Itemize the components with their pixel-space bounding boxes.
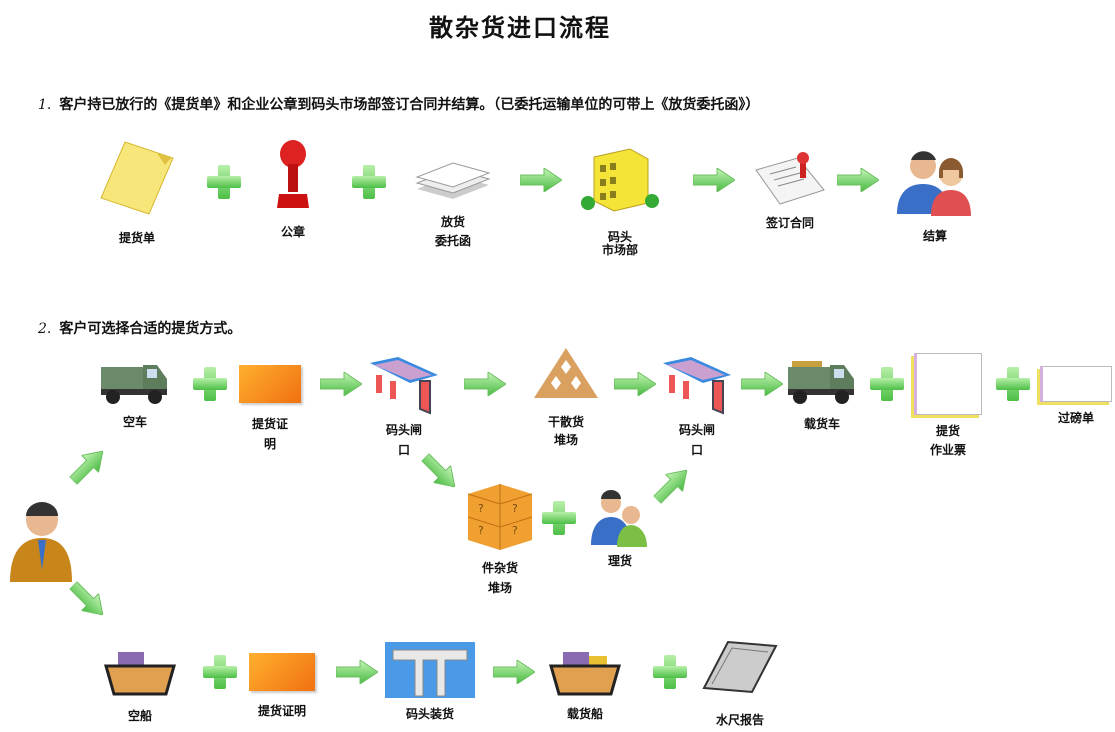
bulk-pile-icon bbox=[534, 348, 598, 398]
svg-text:?: ? bbox=[512, 524, 518, 537]
label-contract: 签订合同 bbox=[765, 216, 814, 230]
label-bulk-yard-2: 堆场 bbox=[553, 433, 578, 447]
arrow-up-right-icon bbox=[65, 443, 112, 490]
papers-stack-icon bbox=[415, 162, 491, 199]
plus-icon bbox=[207, 165, 241, 199]
plus-icon bbox=[870, 367, 904, 401]
loaded-ship-icon bbox=[549, 652, 621, 696]
arrow-right-icon bbox=[693, 168, 735, 192]
label-work-ticket-1: 提货 bbox=[935, 424, 960, 438]
label-empty-truck: 空车 bbox=[122, 415, 147, 429]
label-weigh-bill: 过磅单 bbox=[1057, 411, 1094, 425]
weigh-bill-icon bbox=[1040, 366, 1112, 402]
arrow-up-right-icon bbox=[649, 462, 696, 509]
arrow-right-icon bbox=[614, 372, 656, 396]
step-1: 1. 客户持已放行的《提货单》和企业公章到码头市场部签订合同并结算。（已委托运输单… bbox=[38, 94, 759, 114]
label-bulk-yard-1: 干散货 bbox=[547, 415, 584, 429]
label-gate1-1: 码头闸 bbox=[385, 423, 422, 437]
loaded-truck-icon bbox=[788, 361, 854, 404]
label-wharf-loading: 码头装货 bbox=[405, 707, 454, 721]
plus-icon bbox=[352, 165, 386, 199]
label-empty-ship: 空船 bbox=[127, 709, 152, 723]
arrow-right-icon bbox=[320, 372, 362, 396]
arrow-right-icon bbox=[336, 660, 378, 684]
arrow-right-icon bbox=[741, 372, 783, 396]
stamp-icon bbox=[277, 140, 309, 208]
work-ticket-icon bbox=[914, 353, 982, 415]
plus-icon bbox=[542, 501, 576, 535]
people-icon bbox=[897, 151, 971, 216]
plus-icon bbox=[653, 655, 687, 689]
label-loaded-ship: 载货船 bbox=[566, 707, 603, 721]
label-seal: 公章 bbox=[280, 225, 305, 239]
plus-icon bbox=[193, 367, 227, 401]
label-tally: 理货 bbox=[607, 554, 632, 568]
pickup-certificate-icon bbox=[249, 653, 315, 691]
building-icon bbox=[581, 148, 659, 212]
svg-text:?: ? bbox=[512, 502, 518, 515]
label-gate2-2: 口 bbox=[690, 443, 703, 457]
gate-icon bbox=[663, 357, 731, 415]
step-2: 2. 客户可选择合适的提货方式。 bbox=[38, 318, 241, 338]
svg-text:?: ? bbox=[478, 502, 484, 515]
label-settle: 结算 bbox=[922, 229, 947, 243]
customer-person-icon bbox=[10, 502, 72, 582]
draft-report-icon bbox=[702, 640, 778, 694]
label-loaded-truck: 载货车 bbox=[803, 417, 840, 431]
label-entrust-2: 委托函 bbox=[434, 234, 471, 248]
step-number: 1. bbox=[38, 97, 52, 113]
plus-icon bbox=[996, 367, 1030, 401]
label-market-2: 市场部 bbox=[601, 243, 638, 257]
ship-icon bbox=[104, 652, 176, 696]
contract-icon bbox=[755, 152, 825, 205]
step-text: 客户可选择合适的提货方式。 bbox=[59, 321, 242, 337]
step-number: 2. bbox=[38, 321, 52, 337]
arrow-right-icon bbox=[837, 168, 879, 192]
plus-icon bbox=[203, 655, 237, 689]
label-market-1: 码头 bbox=[607, 230, 632, 244]
label-gate2-1: 码头闸 bbox=[678, 423, 715, 437]
arrow-right-icon bbox=[493, 660, 535, 684]
cargo-boxes-icon: ???? bbox=[467, 484, 533, 550]
wharf-loading-icon bbox=[385, 642, 475, 698]
label-pickup-cert-1: 提货证 bbox=[251, 417, 288, 431]
gate-icon bbox=[370, 357, 438, 415]
truck-icon bbox=[101, 365, 167, 404]
label-work-ticket-2: 作业票 bbox=[929, 443, 966, 457]
label-pickup-cert-2: 明 bbox=[263, 437, 276, 451]
pickup-certificate-icon bbox=[239, 365, 301, 403]
label-gate1-2: 口 bbox=[397, 443, 410, 457]
label-general-yard-1: 件杂货 bbox=[481, 561, 518, 575]
label-entrust-1: 放货 bbox=[440, 215, 465, 229]
bill-document-icon bbox=[100, 141, 174, 215]
arrow-right-icon bbox=[520, 168, 562, 192]
svg-text:?: ? bbox=[478, 524, 484, 537]
label-general-yard-2: 堆场 bbox=[487, 581, 512, 595]
tally-people-icon bbox=[591, 490, 647, 547]
page-title: 散杂货进口流程 bbox=[429, 14, 611, 42]
label-ship-pickup-cert: 提货证明 bbox=[257, 704, 306, 718]
label-draft-report: 水尺报告 bbox=[715, 713, 764, 727]
label-bill: 提货单 bbox=[118, 231, 155, 245]
step-text: 客户持已放行的《提货单》和企业公章到码头市场部签订合同并结算。（已委托运输单位的… bbox=[59, 97, 760, 113]
arrow-right-icon bbox=[464, 372, 506, 396]
